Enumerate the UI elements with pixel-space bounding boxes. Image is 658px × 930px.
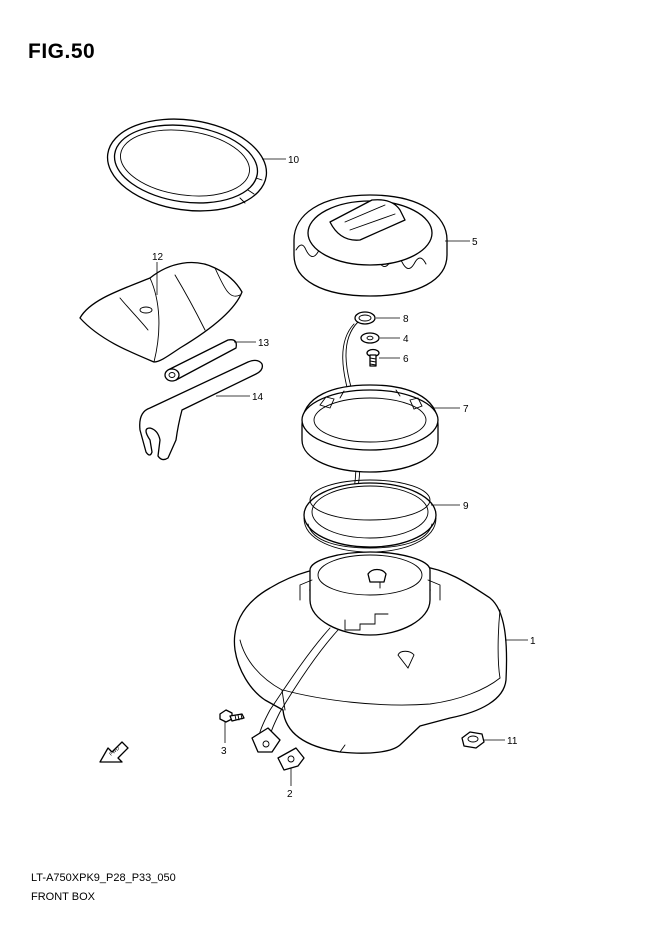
part-tool-cylinder <box>164 339 237 382</box>
part-ring-seal <box>106 118 268 212</box>
callout-3: 3 <box>221 746 227 757</box>
part-cap <box>293 194 448 297</box>
callout-6: 6 <box>403 354 409 365</box>
part-wrench <box>139 359 264 461</box>
callout-11: 11 <box>507 736 518 747</box>
callout-12: 12 <box>152 252 164 263</box>
strap-band <box>251 627 339 753</box>
part-gasket <box>303 479 437 553</box>
fwd-arrow-icon: FWD <box>99 741 129 763</box>
part-washer <box>360 332 380 344</box>
callout-10: 10 <box>288 155 300 166</box>
callout-9: 9 <box>463 501 469 512</box>
callout-13: 13 <box>258 338 270 349</box>
part-bolt <box>219 709 245 723</box>
part-front-box <box>233 551 508 754</box>
callout-5: 5 <box>472 237 478 248</box>
callout-14: 14 <box>252 392 264 403</box>
part-bracket <box>277 747 305 771</box>
part-ring <box>354 311 376 325</box>
callout-1: 1 <box>530 636 536 647</box>
part-collar-ring <box>301 384 439 473</box>
callout-4: 4 <box>403 334 409 345</box>
part-screw <box>366 348 380 367</box>
figure-title: FIG.50 <box>28 40 96 63</box>
callout-7: 7 <box>463 404 469 415</box>
callout-8: 8 <box>403 314 409 325</box>
leader-lines <box>156 158 528 786</box>
callout-2: 2 <box>287 789 293 800</box>
callout-labels: 10 5 12 8 4 6 13 14 7 9 1 11 3 2 <box>152 155 536 800</box>
part-nut <box>461 731 485 749</box>
part-tool-bag <box>79 261 243 363</box>
diagram-code: LT-A750XPK9_P28_P33_050 <box>31 872 176 884</box>
diagram-name: FRONT BOX <box>31 891 95 903</box>
